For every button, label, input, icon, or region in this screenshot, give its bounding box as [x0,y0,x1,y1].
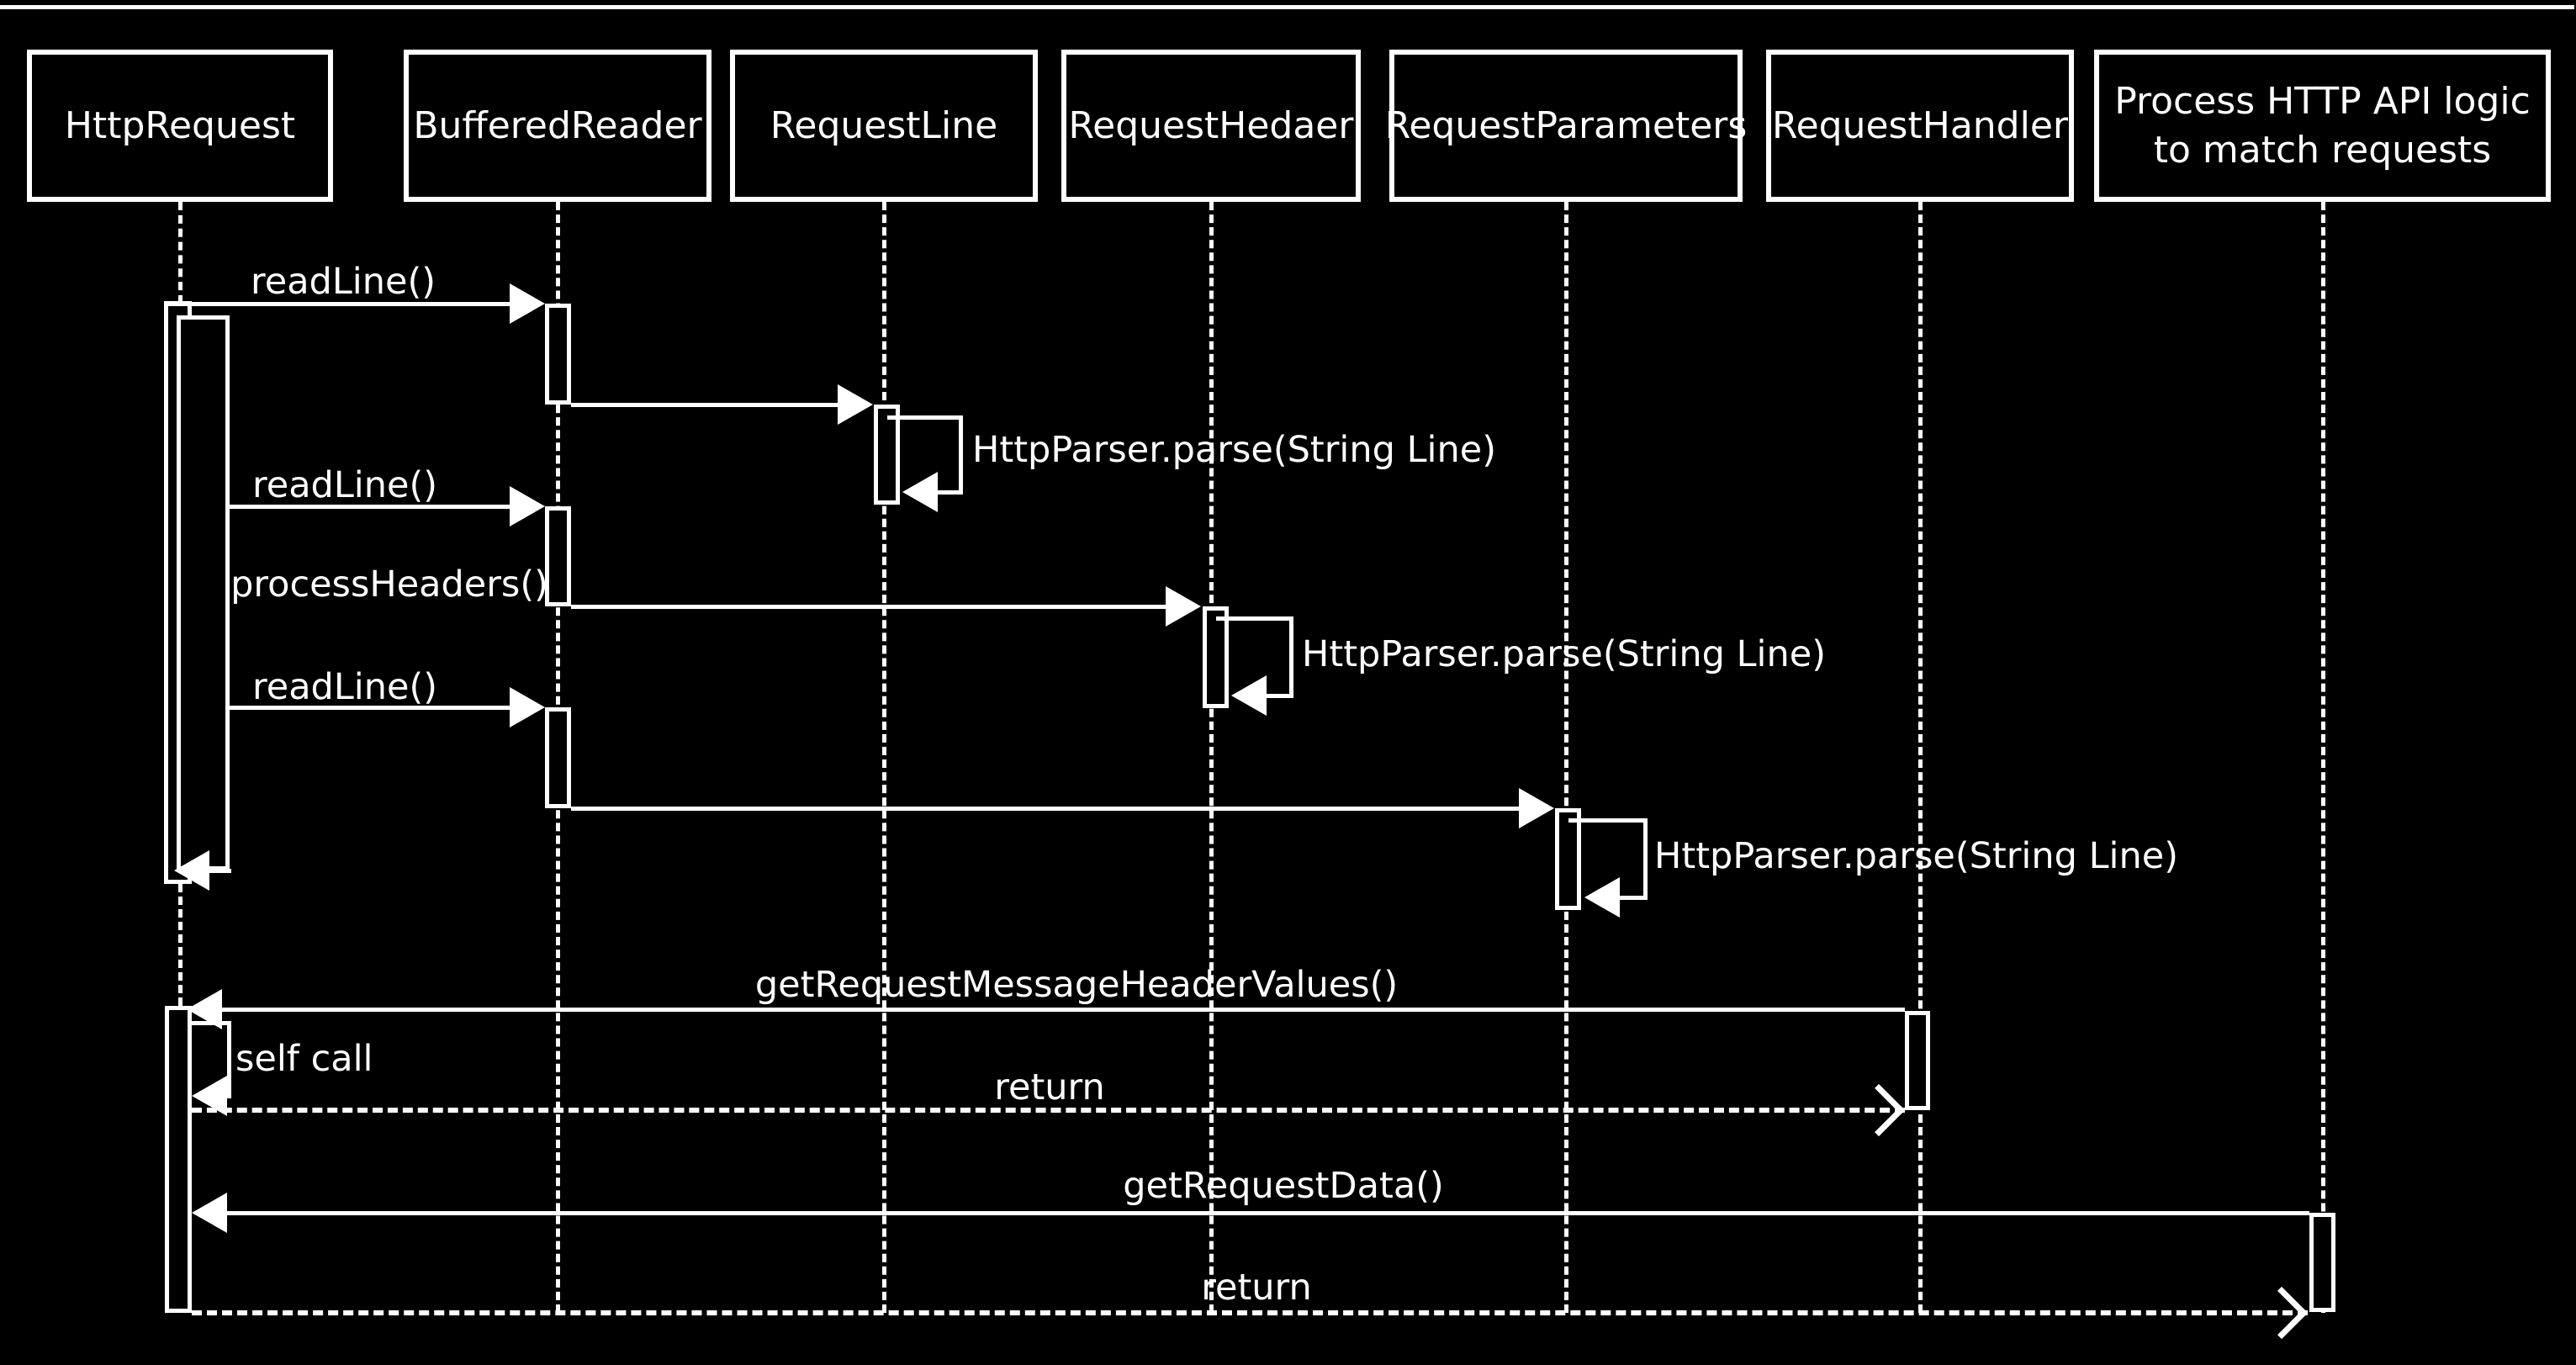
selfcall-side-requesthedaer [1289,616,1293,698]
activation-requestparameters [1555,808,1581,910]
activation-bufferedreader-1 [545,304,571,405]
message-line-getrequestdata [227,1211,2309,1215]
participant-process-api: Process HTTP API logic to match requests [2094,50,2551,202]
activation-requesthedaer [1203,606,1229,708]
arrowhead-to-requestparameters [1519,788,1554,828]
participant-label: RequestHedaer [1068,103,1354,147]
message-line-to-requestline [571,403,838,407]
arrowhead-readline-3 [510,687,545,727]
message-label-getrequestdata: getRequestData() [1123,1165,1444,1207]
arrowhead-selfcall-requesthedaer [1231,675,1267,716]
participant-requesthedaer: RequestHedaer [1061,50,1361,202]
message-line-getheadervalues [222,1008,1905,1012]
selfcall-side-requestline [959,415,963,494]
participant-label: HttpRequest [64,103,296,147]
arrowhead-selfcall-requestparameters [1584,877,1620,918]
message-label-return-2: return [1201,1267,1312,1309]
message-line-return-2 [192,1310,2308,1315]
selfcall-out-requestparameters [1568,818,1648,823]
participant-bufferedreader: BufferedReader [404,50,711,202]
lifeline-process-api [2321,202,2325,1313]
message-label-processheaders: processHeaders() [230,563,548,606]
message-line-readline-2 [230,505,510,509]
participant-requestparameters: RequestParameters [1385,50,1747,202]
selfcall-out-requestline [887,415,963,420]
message-label-readline-2: readLine() [252,464,437,506]
participant-httprequest: HttpRequest [27,50,333,202]
selfcall-out-httprequest [192,1021,231,1025]
participant-label: RequestHandler [1772,103,2068,147]
participant-requestline: RequestLine [730,50,1038,202]
activation-requesthandler [1905,1011,1930,1110]
activation-httprequest-lower [165,1006,192,1313]
selfcall-side-httprequest [227,1021,231,1098]
message-label-httpparser-3: HttpParser.parse(String Line) [1654,835,2178,877]
lifeline-requestparameters [1564,202,1568,1313]
activation-process-api [2309,1213,2335,1312]
participant-label: RequestParameters [1384,103,1748,147]
participant-label: RequestLine [770,103,998,147]
message-label-readline-3: readLine() [252,666,437,708]
arrowhead-readline-2 [510,486,545,526]
message-label-httpparser-1: HttpParser.parse(String Line) [972,429,1496,471]
selfcall-out-requesthedaer [1216,616,1293,621]
participant-label: Process HTTP API logic to match requests [2114,79,2531,172]
message-line-activation-end [209,869,231,873]
arrowhead-return-1 [1852,1083,1906,1137]
message-line-return-1 [192,1108,1905,1113]
arrowhead-processheaders [1166,586,1201,627]
activation-bufferedreader-2 [545,506,571,606]
activation-bufferedreader-3 [545,707,571,808]
arrowhead-activation-end [174,850,209,891]
message-label-selfcall: self call [235,1038,373,1080]
message-label-return-1: return [994,1066,1105,1108]
message-label-readline-1: readLine() [251,261,436,303]
selfcall-back-requestline [929,490,963,495]
message-line-processheaders [571,605,1166,609]
selfcall-side-requestparameters [1643,818,1648,900]
arrowhead-return-2 [2255,1286,2309,1340]
lifeline-requesthandler [1918,202,1923,1313]
message-label-httpparser-2: HttpParser.parse(String Line) [1302,633,1826,675]
lifeline-httprequest-upper [178,202,182,304]
selfcall-back-requestparameters [1619,896,1648,900]
arrowhead-getrequestdata [192,1193,227,1233]
arrowhead-readline-1 [510,283,545,324]
lifeline-requesthedaer [1209,202,1214,1313]
activation-requestline [874,405,900,505]
lifeline-requestline [882,202,886,1313]
selfcall-back-requesthedaer [1266,694,1293,698]
message-line-readline-3 [230,706,510,710]
top-border-line [0,5,2574,9]
activation-httprequest-inner [177,315,230,870]
message-line-readline-1 [164,302,510,306]
participant-label: BufferedReader [413,103,702,147]
message-line-to-requestparameters [571,807,1519,811]
participant-requesthandler: RequestHandler [1766,50,2074,202]
arrowhead-to-requestline [838,384,873,425]
lifeline-httprequest-mid [178,884,182,1006]
message-label-getheadervalues: getRequestMessageHeaderValues() [754,964,1399,1006]
arrowhead-selfcall-requestline [902,472,938,512]
selfcall-back-httprequest [224,1094,231,1098]
